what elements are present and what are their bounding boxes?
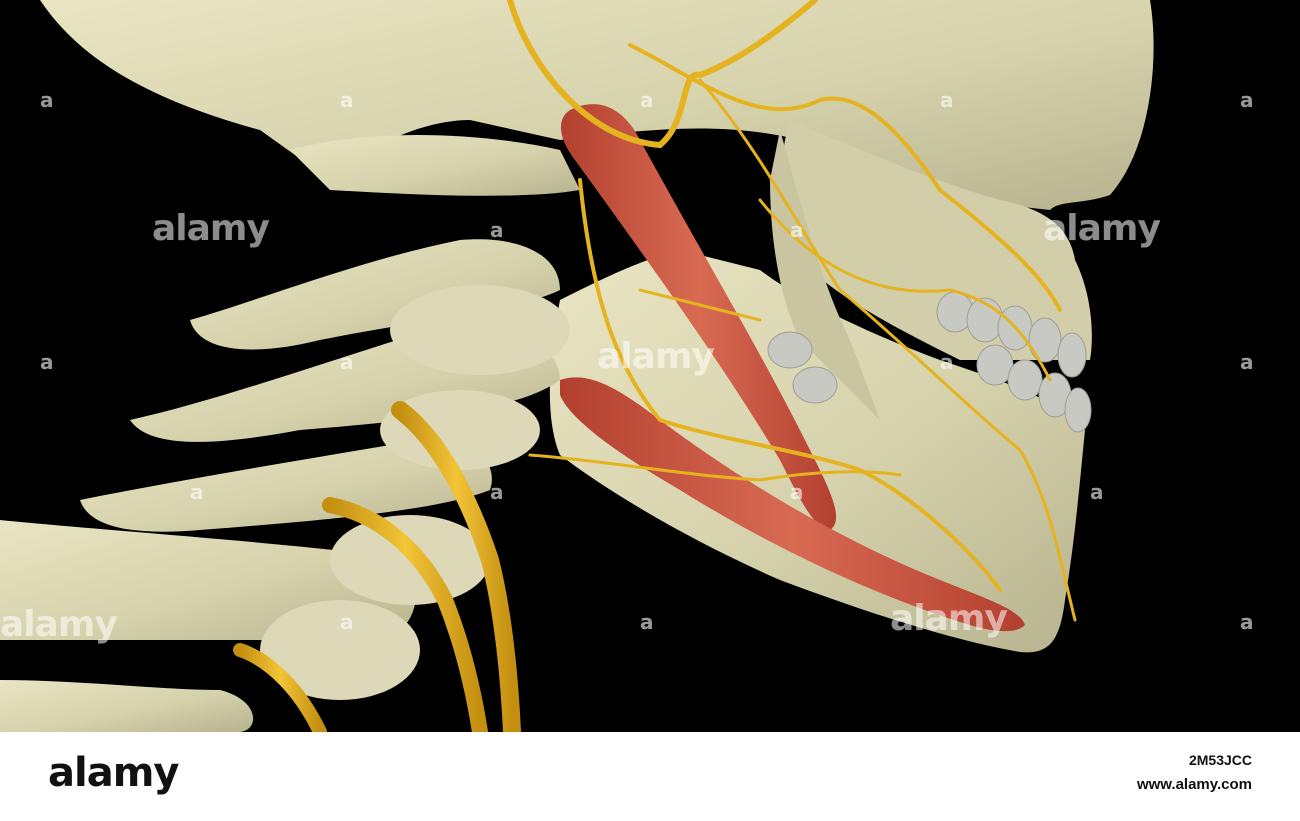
watermark-logo: alamy: [597, 336, 715, 377]
watermark-mark: a: [1240, 350, 1254, 374]
watermark-mark: a: [490, 480, 504, 504]
watermark-mark: a: [790, 218, 804, 242]
watermark-mark: a: [940, 350, 954, 374]
watermark-logo: alamy: [0, 604, 118, 645]
watermark-mark: a: [640, 610, 654, 634]
watermark-logo: alamy: [1043, 208, 1161, 249]
digastric-muscle: [560, 377, 1025, 632]
watermark-mark: a: [640, 88, 654, 112]
watermark-mark: a: [40, 350, 54, 374]
watermark-logo: alamy: [890, 598, 1008, 639]
watermark-mark: a: [340, 610, 354, 634]
anatomy-svg: [0, 0, 1154, 741]
watermark-mark: a: [790, 480, 804, 504]
anatomy-illustration: alamy alamy alamy alamy alamy a a a a a …: [0, 0, 1254, 741]
brand-logo: alamy: [48, 750, 179, 796]
nerves: [507, 0, 1077, 622]
watermark-mark: a: [1090, 480, 1104, 504]
mandible-ramus: [770, 130, 880, 420]
watermark-mark: a: [340, 350, 354, 374]
watermark-logo: alamy: [152, 208, 270, 249]
watermark-mark: a: [490, 218, 504, 242]
watermark-mark: a: [1240, 610, 1254, 634]
cervical-nerve: [233, 643, 327, 739]
accessory-nerve: [322, 497, 488, 740]
footer-bar: alamy 2M53JCC www.alamy.com: [0, 732, 1300, 821]
image-id: 2M53JCC: [1188, 752, 1252, 768]
watermark-mark: a: [340, 88, 354, 112]
watermark-mark: a: [1240, 88, 1254, 112]
site-url: www.alamy.com: [1136, 776, 1252, 793]
watermark-mark: a: [190, 480, 204, 504]
watermark-mark: a: [940, 88, 954, 112]
stylohyoid-muscle: [560, 104, 837, 531]
vagus-nerve: [391, 401, 521, 741]
watermark-mark: a: [40, 88, 54, 112]
skull-maxilla: [781, 120, 1092, 360]
mandible: [549, 250, 1085, 653]
vertebral-bodies: [260, 285, 570, 700]
